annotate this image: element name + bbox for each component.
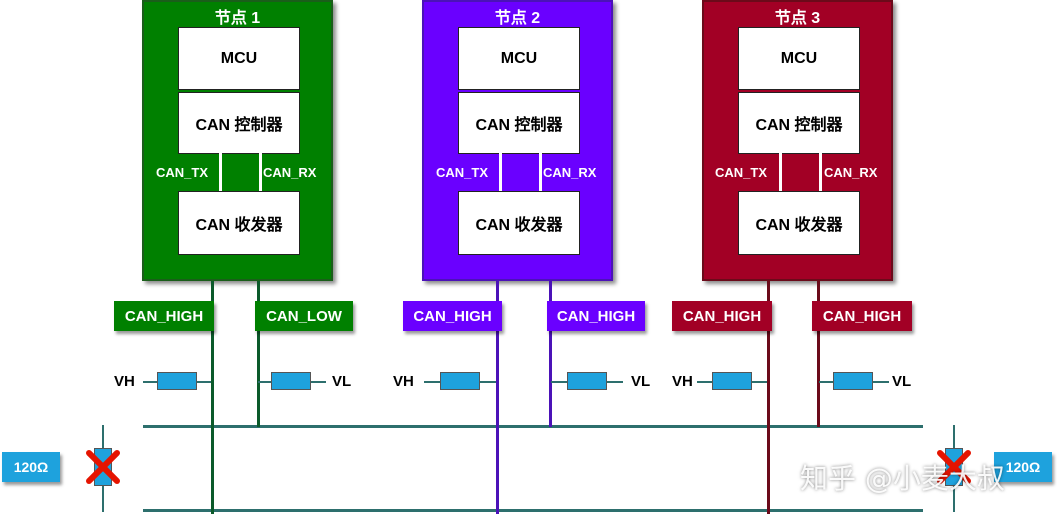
vh-resistor [712,372,752,390]
node-title: 节点 2 [494,10,541,27]
node-1: 节点 1 MCU CAN 控制器 CAN_TX CAN_RX CAN 收发器 [142,0,333,281]
vh-resistor [440,372,480,390]
tx-line [219,152,222,191]
tx-line [499,152,502,191]
tx-line [779,152,782,191]
can-controller-box: CAN 控制器 [178,92,300,154]
bus-lower-line [143,509,923,512]
node1-high-wire [211,281,214,514]
can-high-tag: CAN_HIGH [547,301,645,331]
node-3: 节点 3 MCU CAN 控制器 CAN_TX CAN_RX CAN 收发器 [702,0,893,281]
node3-low-wire [817,281,820,427]
cross-icon [937,450,971,484]
node-title: 节点 1 [214,10,261,27]
bus-upper-line [143,425,923,428]
vl-label: VL [631,373,651,390]
can-tx-label: CAN_TX [436,165,489,180]
node-2: 节点 2 MCU CAN 控制器 CAN_TX CAN_RX CAN 收发器 [422,0,613,281]
can-rx-label: CAN_RX [263,165,317,180]
node2-high-wire [496,281,499,514]
can-tx-label: CAN_TX [715,165,768,180]
mcu-box: MCU [458,27,580,90]
node3-high-wire [767,281,770,514]
node2-low-wire [549,281,552,427]
watermark: 知乎 @小麦大叔 [800,462,1005,495]
terminator-label-left: 120Ω [2,452,60,482]
can-high-tag: CAN_HIGH [114,301,214,331]
can-high-tag: CAN_HIGH [403,301,502,331]
terminator-label-right: 120Ω [994,452,1052,482]
rx-line [259,152,262,191]
node1-low-wire [257,281,260,427]
can-tx-label: CAN_TX [156,165,209,180]
vl-label: VL [892,373,912,390]
vh-label: VH [672,373,693,390]
can-transceiver-box: CAN 收发器 [178,191,300,255]
can-controller-box: CAN 控制器 [738,92,860,154]
rx-line [819,152,822,191]
can-controller-box: CAN 控制器 [458,92,580,154]
mcu-box: MCU [738,27,860,90]
mcu-box: MCU [178,27,300,90]
vl-resistor [567,372,607,390]
can-high-tag: CAN_HIGH [812,301,912,331]
vh-label: VH [114,373,135,390]
can-transceiver-box: CAN 收发器 [458,191,580,255]
vl-label: VL [332,373,352,390]
can-transceiver-box: CAN 收发器 [738,191,860,255]
node-title: 节点 3 [774,10,821,27]
vh-label: VH [393,373,414,390]
can-low-tag: CAN_LOW [255,301,353,331]
vl-resistor [833,372,873,390]
can-rx-label: CAN_RX [824,165,878,180]
vl-resistor [271,372,311,390]
cross-icon [86,450,120,484]
vh-resistor [157,372,197,390]
can-high-tag: CAN_HIGH [672,301,772,331]
can-rx-label: CAN_RX [543,165,597,180]
rx-line [539,152,542,191]
